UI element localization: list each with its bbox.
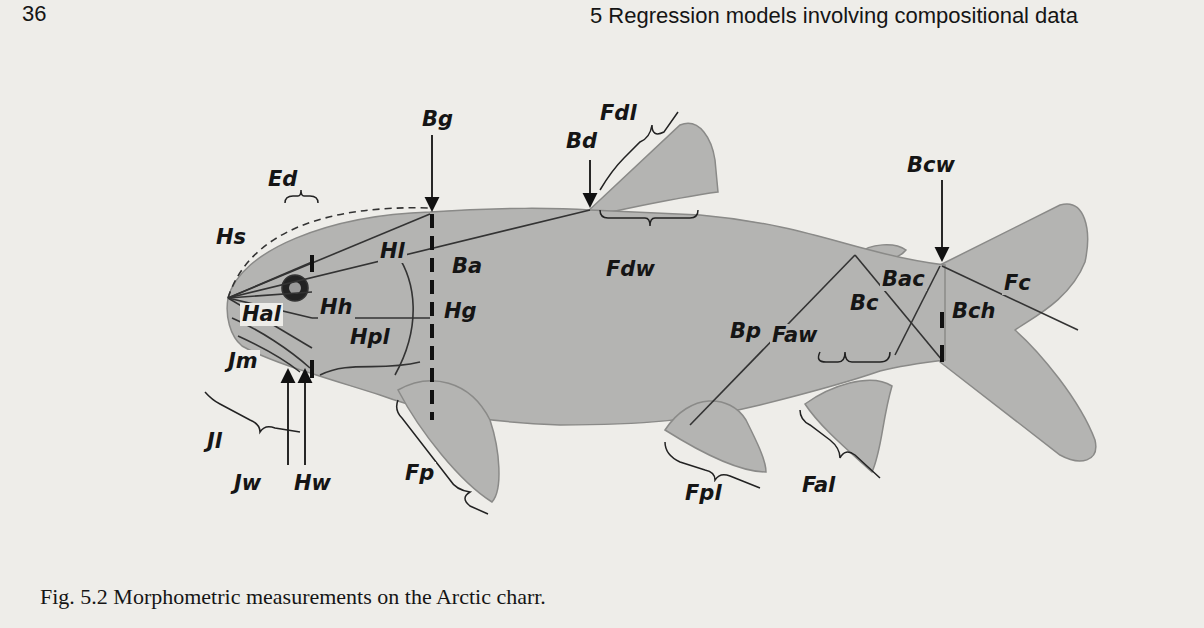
measurement-label: Fc bbox=[1002, 272, 1033, 295]
measurement-label: Fdw bbox=[604, 258, 657, 281]
figure-caption: Fig. 5.2 Morphometric measurements on th… bbox=[40, 584, 546, 610]
measurement-label: Ba bbox=[450, 255, 484, 278]
measurement-label: Ed bbox=[266, 168, 299, 191]
measurement-label: Bp bbox=[728, 320, 763, 343]
page-number: 36 bbox=[20, 2, 48, 26]
measurement-label: Bch bbox=[950, 300, 997, 323]
running-header: 5 Regression models involving compositio… bbox=[588, 4, 1080, 28]
measurement-label: Bac bbox=[880, 268, 927, 291]
measurement-label: Hs bbox=[214, 226, 248, 249]
measurement-label: Fal bbox=[800, 474, 837, 497]
measurement-label: Bg bbox=[420, 108, 455, 131]
measurement-label: Bc bbox=[848, 292, 880, 315]
measurement-label: Hw bbox=[292, 472, 333, 495]
measurement-label: Bcw bbox=[905, 154, 957, 177]
measurement-label: Hh bbox=[318, 296, 355, 319]
measurement-label: Hl bbox=[378, 240, 407, 263]
measurement-label: Jw bbox=[232, 472, 263, 495]
measurement-label: Jl bbox=[205, 430, 224, 453]
measurement-label: Hg bbox=[442, 300, 479, 323]
measurement-label: Faw bbox=[770, 324, 820, 347]
measurement-label: Fdl bbox=[598, 102, 639, 125]
measurement-label: Hal bbox=[240, 303, 283, 326]
measurement-label: Fp bbox=[403, 462, 436, 485]
measurement-label: Bd bbox=[564, 130, 599, 153]
measurement-label: Jm bbox=[226, 350, 260, 373]
measurement-label: Hpl bbox=[348, 326, 392, 349]
measurement-label: Fpl bbox=[683, 482, 724, 505]
